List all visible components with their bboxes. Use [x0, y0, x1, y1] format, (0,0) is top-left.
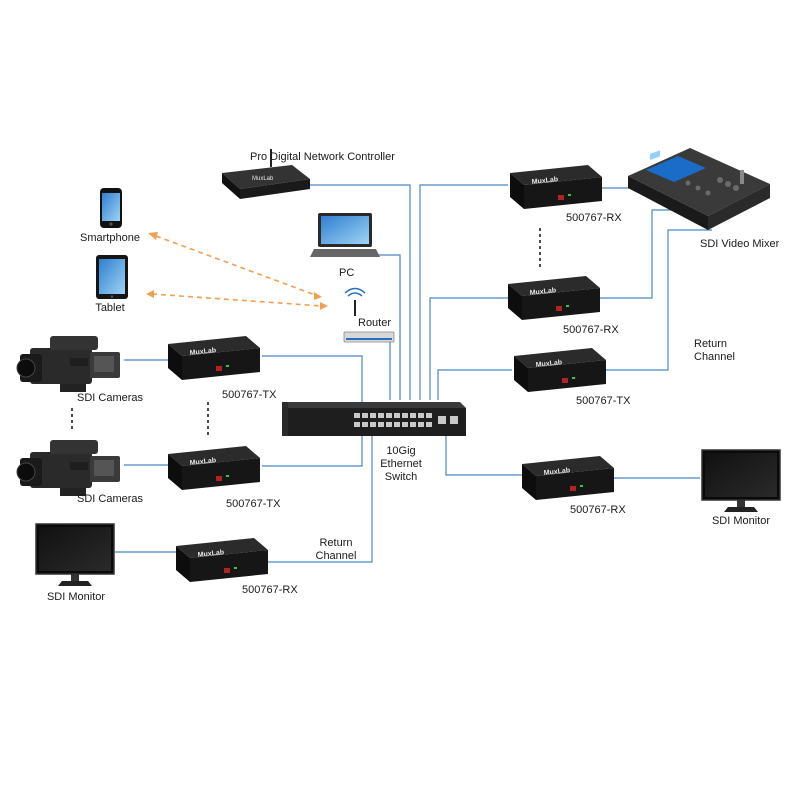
- rx-bottom-right-label: 500767-RX: [570, 504, 626, 516]
- mixer-return-link: [600, 229, 712, 371]
- ethernet-switch-device: [282, 402, 466, 436]
- brand-logo: MuxLab: [189, 347, 216, 357]
- tx-1-label: 500767-TX: [222, 389, 277, 401]
- sdi-monitor-left-label: SDI Monitor: [46, 591, 106, 603]
- return-channel-right-label: Return Channel: [694, 338, 735, 363]
- rx-mid-link: [429, 297, 508, 400]
- rx-top-device: MuxLab: [510, 165, 602, 209]
- smartphone-icon: [100, 188, 122, 228]
- router-device: [343, 287, 395, 343]
- sdi-camera-1: [16, 335, 121, 393]
- tx-2-label: 500767-TX: [226, 498, 281, 510]
- switch-label: 10Gig Ethernet Switch: [380, 445, 422, 483]
- tx-right-link: [437, 369, 512, 400]
- sdi-cameras-1-label: SDI Cameras: [76, 392, 144, 404]
- rx-top-link: [419, 184, 508, 400]
- tx2-link: [262, 430, 363, 467]
- sdi-monitor-right: [701, 449, 781, 513]
- sdi-monitor-right-label: SDI Monitor: [711, 515, 771, 527]
- controller-link: [305, 184, 411, 400]
- pc-link: [370, 254, 401, 400]
- return-channel-left-label: Return Channel: [315, 537, 357, 562]
- rx-left-device: MuxLab: [176, 538, 268, 582]
- rx-bottom-right-link: [445, 430, 522, 476]
- tablet-icon: [96, 255, 128, 299]
- rx-mid-label: 500767-RX: [563, 324, 619, 336]
- rx-left-link: [264, 430, 373, 563]
- rx-mid-device: MuxLab: [508, 276, 600, 320]
- brand-logo: MuxLab: [543, 467, 570, 477]
- brand-logo: MuxLab: [529, 287, 556, 297]
- rx-top-label: 500767-RX: [566, 212, 622, 224]
- router-link: [380, 339, 391, 400]
- router-label: Router: [358, 317, 392, 329]
- sdi-video-mixer-device: [628, 148, 770, 230]
- rx-bottom-right-device: MuxLab: [522, 456, 614, 500]
- tx-2-device: MuxLab: [168, 446, 260, 490]
- brand-logo: MuxLab: [535, 359, 562, 369]
- tx-1-device: MuxLab: [168, 336, 260, 380]
- pc-label: PC: [339, 267, 355, 279]
- controller-label: Pro Digital Network Controller: [250, 151, 395, 163]
- ellipsis-markers: [71, 228, 541, 436]
- sdi-cameras-2-label: SDI Cameras: [76, 493, 144, 505]
- rx-left-label: 500767-RX: [242, 584, 298, 596]
- tx1-link: [262, 355, 363, 410]
- smartphone-label: Smartphone: [80, 232, 140, 244]
- tablet-label: Tablet: [95, 302, 125, 314]
- wireless-links: [146, 232, 328, 310]
- brand-logo: MuxLab: [252, 176, 274, 182]
- tx-right-label: 500767-TX: [576, 395, 631, 407]
- sdi-camera-2: [16, 439, 121, 497]
- brand-logo: MuxLab: [531, 176, 558, 186]
- brand-logo: MuxLab: [197, 549, 224, 559]
- sdi-monitor-left: [35, 523, 115, 587]
- pc-laptop-icon: [310, 213, 380, 257]
- brand-logo: MuxLab: [189, 457, 216, 467]
- tx-right-device: MuxLab: [514, 348, 606, 392]
- sdi-video-mixer-label: SDI Video Mixer: [700, 238, 780, 250]
- network-controller-device: MuxLab: [222, 149, 310, 199]
